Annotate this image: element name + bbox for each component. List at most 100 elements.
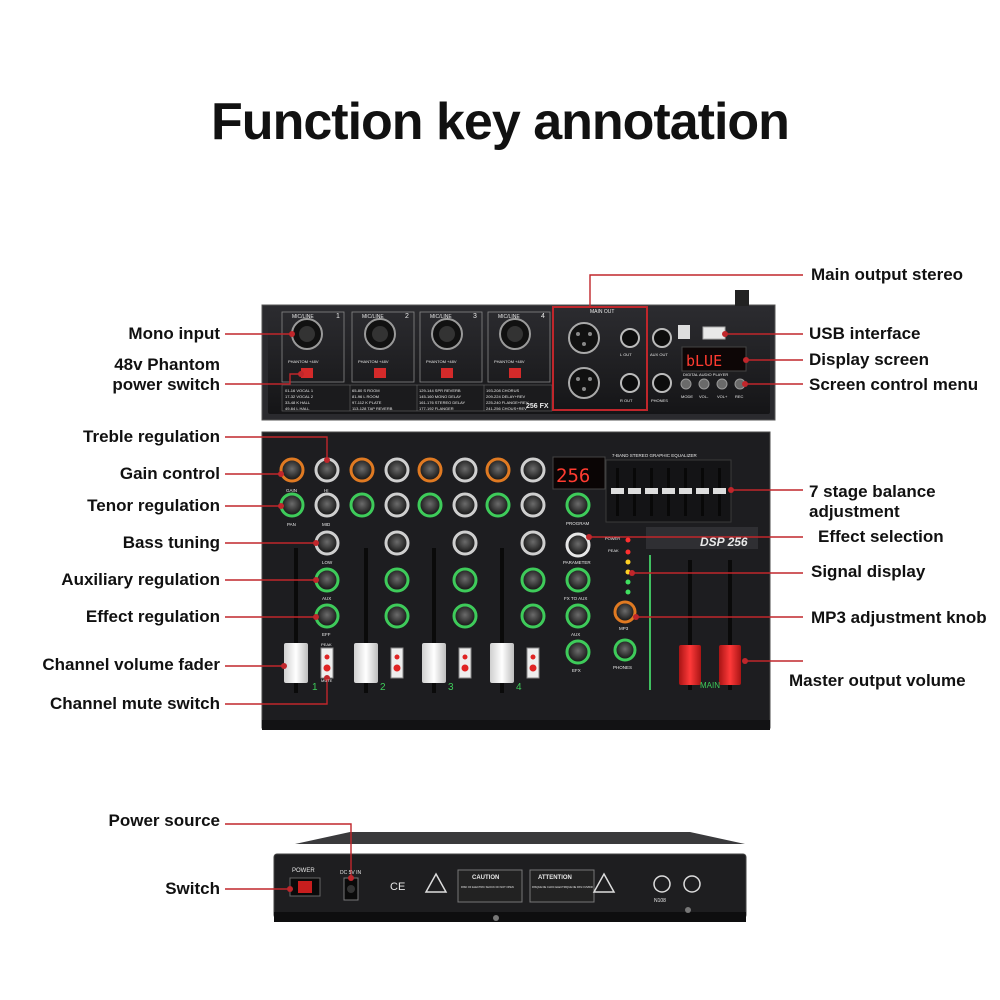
xlr-r-out[interactable] — [568, 367, 600, 399]
mid-knob-4[interactable] — [520, 492, 546, 518]
mute-button-4[interactable] — [529, 664, 537, 672]
mid-knob-2[interactable] — [384, 492, 410, 518]
low-knob-1[interactable] — [314, 530, 340, 556]
eq-slider-6[interactable] — [696, 488, 709, 494]
efx-label: EFX — [572, 668, 581, 673]
label-gain: Gain control — [119, 464, 220, 483]
mid-knob-1[interactable] — [314, 492, 340, 518]
aux-knob-3[interactable] — [452, 567, 478, 593]
pan-knob-1[interactable] — [279, 492, 305, 518]
label-usb: USB interface — [809, 324, 921, 343]
phones-label: PHONES — [613, 665, 632, 670]
program-label: PROGRAM — [566, 521, 590, 526]
combo-jack-2[interactable] — [364, 318, 396, 350]
label-signal: Signal display — [811, 562, 926, 581]
eq-slider-5[interactable] — [679, 488, 692, 494]
player-vol-up-button[interactable] — [716, 378, 728, 390]
gain-knob-2[interactable] — [349, 457, 375, 483]
fx-list-0-0: 01-16 VOCAL 1 — [285, 388, 314, 393]
main-out-label: MAIN OUT — [590, 309, 614, 315]
label-aux: Auxiliary regulation — [61, 570, 220, 589]
phantom-switch-3[interactable] — [441, 368, 453, 378]
jack-l-out[interactable] — [620, 328, 640, 348]
mute-label: MUTE — [321, 678, 333, 683]
eq-title: 7-BAND STEREO GRAPHIC EQUALIZER — [612, 453, 698, 458]
hi-knob-3[interactable] — [452, 457, 478, 483]
phones-knob[interactable] — [613, 638, 637, 662]
combo-jack-3[interactable] — [431, 318, 463, 350]
label-tenor: Tenor regulation — [87, 496, 220, 515]
pan-knob-3[interactable] — [417, 492, 443, 518]
mute-button-3[interactable] — [461, 664, 469, 672]
eq-slider-2[interactable] — [628, 488, 641, 494]
fader-cap-1[interactable] — [284, 643, 308, 683]
fader-cap-4[interactable] — [490, 643, 514, 683]
eq-slider-3[interactable] — [645, 488, 658, 494]
jack-phones[interactable] — [652, 373, 672, 393]
caution-sub: RISK OF ELECTRIC SHOCK DO NOT OPEN — [461, 885, 514, 889]
fx-to-aux-knob[interactable] — [565, 567, 591, 593]
gain-label: GAIN — [286, 488, 297, 493]
caution-title: CAUTION — [472, 875, 499, 881]
ch4-header: MIC/LINE — [498, 314, 520, 320]
fx-list-2-1: 145-160 MONO DELAY — [419, 394, 461, 399]
eq-slider-7[interactable] — [713, 488, 726, 494]
attention-sticker — [529, 869, 595, 903]
eff-knob-3[interactable] — [452, 603, 478, 629]
hi-knob-4[interactable] — [520, 457, 546, 483]
gain-knob-3[interactable] — [417, 457, 443, 483]
mute-button-1[interactable] — [323, 664, 331, 672]
label-switch: Switch — [165, 879, 220, 898]
pan-knob-2[interactable] — [349, 492, 375, 518]
master-fader-right[interactable] — [719, 645, 741, 685]
eq-slider-4[interactable] — [662, 488, 675, 494]
label-main-output: Main output stereo — [811, 265, 964, 284]
aux-knob-2[interactable] — [384, 567, 410, 593]
ch1-header: MIC/LINE — [292, 314, 314, 320]
low-knob-2[interactable] — [384, 530, 410, 556]
hi-label: HI — [324, 488, 329, 493]
low-knob-4[interactable] — [520, 530, 546, 556]
aux-knob-1[interactable] — [314, 567, 340, 593]
ch3-header: MIC/LINE — [430, 314, 452, 320]
jack-r-out[interactable] — [620, 373, 640, 393]
label-phantom-switch: 48v Phantom power switch — [112, 355, 220, 395]
phantom-switch-1[interactable] — [301, 368, 313, 378]
hi-knob-2[interactable] — [384, 457, 410, 483]
gain-knob-1[interactable] — [279, 457, 305, 483]
combo-jack-1[interactable] — [291, 318, 323, 350]
mid-knob-3[interactable] — [452, 492, 478, 518]
player-mode-button[interactable] — [680, 378, 692, 390]
gain-knob-4[interactable] — [485, 457, 511, 483]
efx-knob[interactable] — [565, 639, 591, 665]
phantom-switch-4[interactable] — [509, 368, 521, 378]
aux-knob-4[interactable] — [520, 567, 546, 593]
pan-knob-4[interactable] — [485, 492, 511, 518]
label-bass: Bass tuning — [122, 533, 220, 552]
parameter-knob[interactable] — [565, 532, 591, 558]
mp3-knob[interactable] — [613, 600, 637, 624]
fader-cap-3[interactable] — [422, 643, 446, 683]
jack-aux-out[interactable] — [652, 328, 672, 348]
phantom-switch-2[interactable] — [374, 368, 386, 378]
combo-jack-4[interactable] — [499, 318, 531, 350]
player-vol-down-button[interactable] — [698, 378, 710, 390]
eff-knob-1[interactable] — [314, 603, 340, 629]
xlr-l-out[interactable] — [568, 322, 600, 354]
master-fader-left[interactable] — [679, 645, 701, 685]
usb-port[interactable] — [702, 326, 726, 340]
fader-cap-2[interactable] — [354, 643, 378, 683]
low-knob-3[interactable] — [452, 530, 478, 556]
strip-number-1: 1 — [312, 682, 318, 693]
page-title: Function key annotation — [211, 93, 790, 151]
eq-slider-1[interactable] — [611, 488, 624, 494]
mute-button-2[interactable] — [393, 664, 401, 672]
display-screen-text: bLUE — [686, 352, 722, 370]
eff-knob-4[interactable] — [520, 603, 546, 629]
low-label: LOW — [322, 560, 333, 565]
aux-master-knob[interactable] — [565, 603, 591, 629]
eff-knob-2[interactable] — [384, 603, 410, 629]
back-dc-label: DC 5V IN — [340, 870, 362, 876]
program-knob[interactable] — [565, 492, 591, 518]
